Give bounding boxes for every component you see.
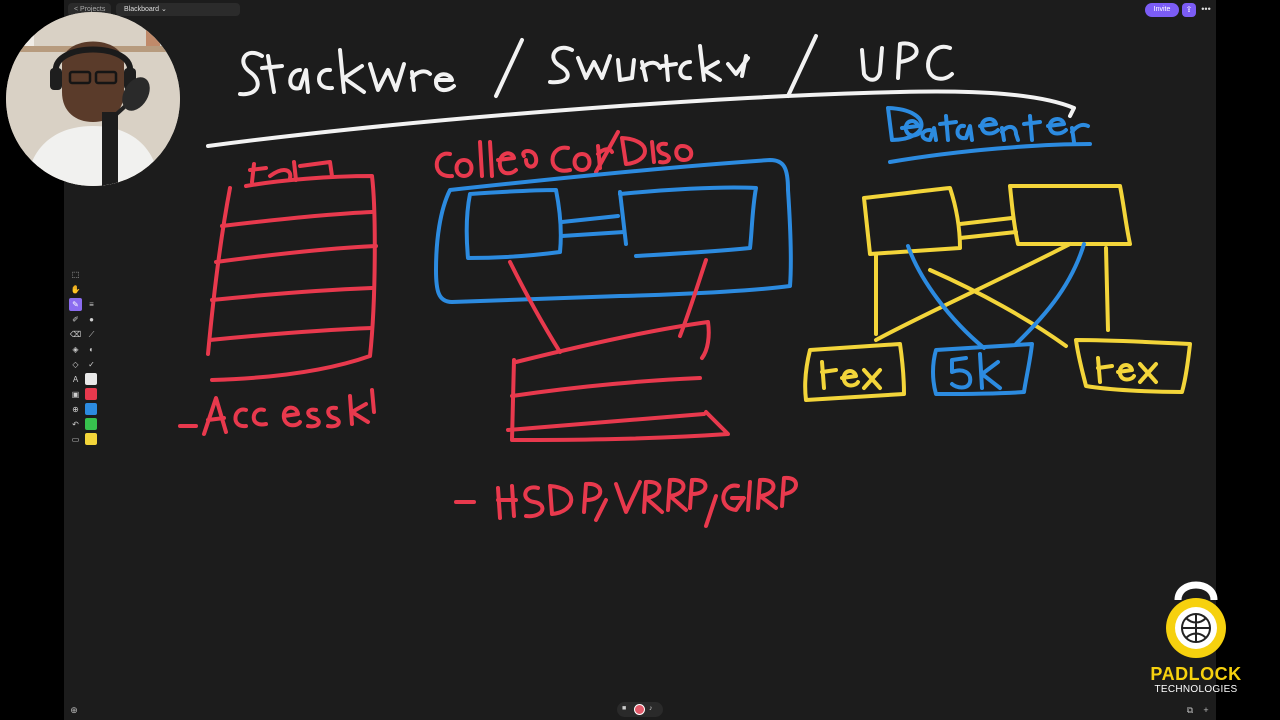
- microphone-icon[interactable]: ♪: [649, 705, 653, 712]
- document-title-dropdown[interactable]: Blackboard ⌄: [116, 3, 240, 16]
- record-button[interactable]: [634, 704, 645, 715]
- blue-swatch[interactable]: [85, 403, 97, 415]
- green-swatch[interactable]: [85, 418, 97, 430]
- add-icon[interactable]: +: [1203, 705, 1209, 715]
- dot-size-icon[interactable]: ●: [89, 315, 94, 324]
- text-tool-icon[interactable]: A: [72, 375, 79, 384]
- minimap-icon[interactable]: ⧉: [1186, 705, 1194, 715]
- eraser-tool-icon[interactable]: ⌫: [69, 330, 82, 339]
- logo-text-technologies: TECHNOLOGIES: [1154, 684, 1238, 695]
- share-icon[interactable]: ⇪: [1182, 3, 1196, 17]
- check-icon[interactable]: ✓: [88, 360, 95, 369]
- core-switch-pair: [434, 106, 1092, 304]
- padlock-technologies-logo: PADLOCK TECHNOLOGIES: [1148, 578, 1244, 698]
- camera-icon[interactable]: ■: [622, 705, 627, 712]
- zoom-icon[interactable]: ⊕: [70, 705, 78, 715]
- title-handwriting: [206, 34, 1076, 148]
- stroke-width-icon[interactable]: ≡: [89, 300, 94, 309]
- shape-tool-icon[interactable]: ◇: [72, 360, 79, 369]
- recording-controls: ■ ♪: [617, 702, 663, 717]
- whiteboard-app: < Projects Blackboard ⌄ Invite ⇪ ••• ⬚ ✋…: [64, 0, 1216, 720]
- select-tool-icon[interactable]: ⬚: [71, 270, 80, 279]
- vpc-fex-topology: [803, 183, 1192, 402]
- bottom-bar: ⊕ ■ ♪ ⧉ +: [64, 700, 1216, 720]
- collapsed-core-label: [434, 130, 694, 179]
- frame-tool-icon[interactable]: ▣: [71, 390, 80, 399]
- presenter-image: [6, 12, 180, 186]
- logo-text-padlock: PADLOCK: [1150, 664, 1242, 684]
- white-swatch[interactable]: [85, 373, 97, 385]
- embed-tool-icon[interactable]: ▭: [71, 435, 80, 444]
- access-stack-sketch: [454, 258, 798, 528]
- nexus-5k-sketch: [906, 242, 1086, 396]
- fill-tool-icon[interactable]: ◈: [72, 345, 79, 354]
- padlock-logo-icon: [1166, 581, 1226, 658]
- invite-button[interactable]: Invite: [1145, 3, 1179, 17]
- red-swatch[interactable]: [85, 388, 97, 400]
- opacity-icon[interactable]: ◐: [89, 345, 94, 354]
- hand-tool-icon[interactable]: ✋: [70, 285, 81, 294]
- undo-icon[interactable]: ↶: [72, 420, 79, 429]
- marker-tool-icon[interactable]: ✐: [72, 315, 79, 324]
- laser-tool-icon[interactable]: ⊕: [72, 405, 79, 414]
- pen-tool-icon[interactable]: ✎: [69, 298, 82, 311]
- yellow-swatch[interactable]: [85, 433, 97, 445]
- presenter-webcam: [6, 12, 180, 186]
- stacking-sketch: [178, 160, 378, 436]
- more-options-button[interactable]: •••: [1201, 4, 1211, 14]
- line-tool-icon[interactable]: ⟋: [88, 330, 95, 339]
